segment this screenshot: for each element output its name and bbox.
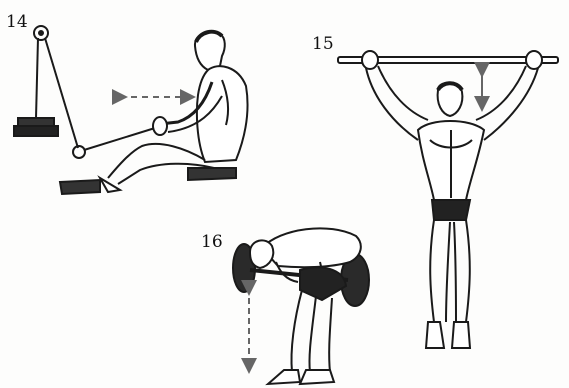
pulley-bottom-icon (73, 146, 85, 158)
bent-over-barbell-row-illustration (233, 228, 369, 384)
seated-cable-row-illustration (14, 26, 248, 194)
weight-plate-icon (14, 126, 58, 136)
pull-up-hang-illustration (338, 51, 558, 348)
weight-plate-icon (18, 118, 54, 126)
